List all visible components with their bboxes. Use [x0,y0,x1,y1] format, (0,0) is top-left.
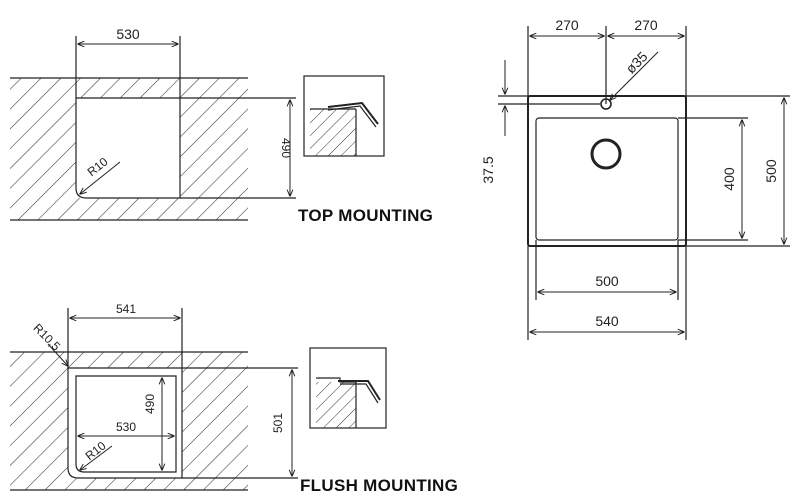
bowl-depth-label: 400 [721,167,737,191]
flush-mounting-outer-height-label: 501 [271,413,285,433]
overall-depth-dimension: 500 [686,95,790,247]
top-mounting-heading: TOP MOUNTING [298,206,433,225]
top-mounting-countertop [10,77,248,221]
top-mounting-detail [303,75,385,157]
top-mounting-height-dimension: 490 [180,97,296,199]
top-mounting-height-label: 490 [279,138,293,158]
flush-mounting-outer-width-dimension: 541 [67,302,183,368]
top-mounting-radius-label: R10 [85,154,111,179]
flush-mounting-inner-height-label: 490 [143,394,157,414]
flush-mounting-inner-width-label: 530 [116,420,136,434]
flush-mounting-heading: FLUSH MOUNTING [300,476,458,495]
flush-mounting-detail [309,347,387,429]
tap-hole-callout: ø35 [610,48,659,100]
bowl-width-dimension: 500 [535,240,679,300]
drain-icon [590,138,622,170]
overall-width-dimension: 540 [527,246,687,340]
bowl-depth-dimension: 400 [678,117,748,241]
top-mounting-radius-callout: R10 [80,154,121,194]
flush-mounting-outer-width-label: 541 [116,302,136,316]
sink-right-offset-label: 270 [634,17,658,33]
tap-offset-label: 37.5 [480,156,496,183]
top-mounting-width-dimension: 530 [75,26,181,98]
flush-mounting-outer-radius-label: R10,5 [31,321,64,354]
sink-outline [527,95,687,247]
sink-plan-top-dimension: 270 270 [527,17,687,104]
flush-mounting-countertop [10,351,248,491]
overall-depth-label: 500 [763,159,779,183]
flush-mounting-inner-width-dimension: 530 [78,420,174,436]
flush-mounting-section: 541 530 490 501 R10,5 R10 [10,302,458,495]
flush-mounting-inner-radius-label: R10 [83,438,109,463]
top-mounting-section: 530 490 R10 TOP MOUNTING [10,26,433,225]
overall-width-label: 540 [595,313,619,329]
flush-mounting-inner-height-dimension: 490 [143,378,162,470]
sink-left-offset-label: 270 [555,17,579,33]
tap-hole-label: ø35 [622,48,651,77]
sink-plan-view: 270 270 ø35 37.5 400 500 [480,17,790,340]
top-mounting-width-label: 530 [116,26,140,42]
flush-mounting-outer-height-dimension: 501 [182,367,298,479]
tap-offset-dimension: 37.5 [480,60,600,184]
bowl-width-label: 500 [595,273,619,289]
flush-mounting-inner-radius-callout: R10 [80,438,113,470]
